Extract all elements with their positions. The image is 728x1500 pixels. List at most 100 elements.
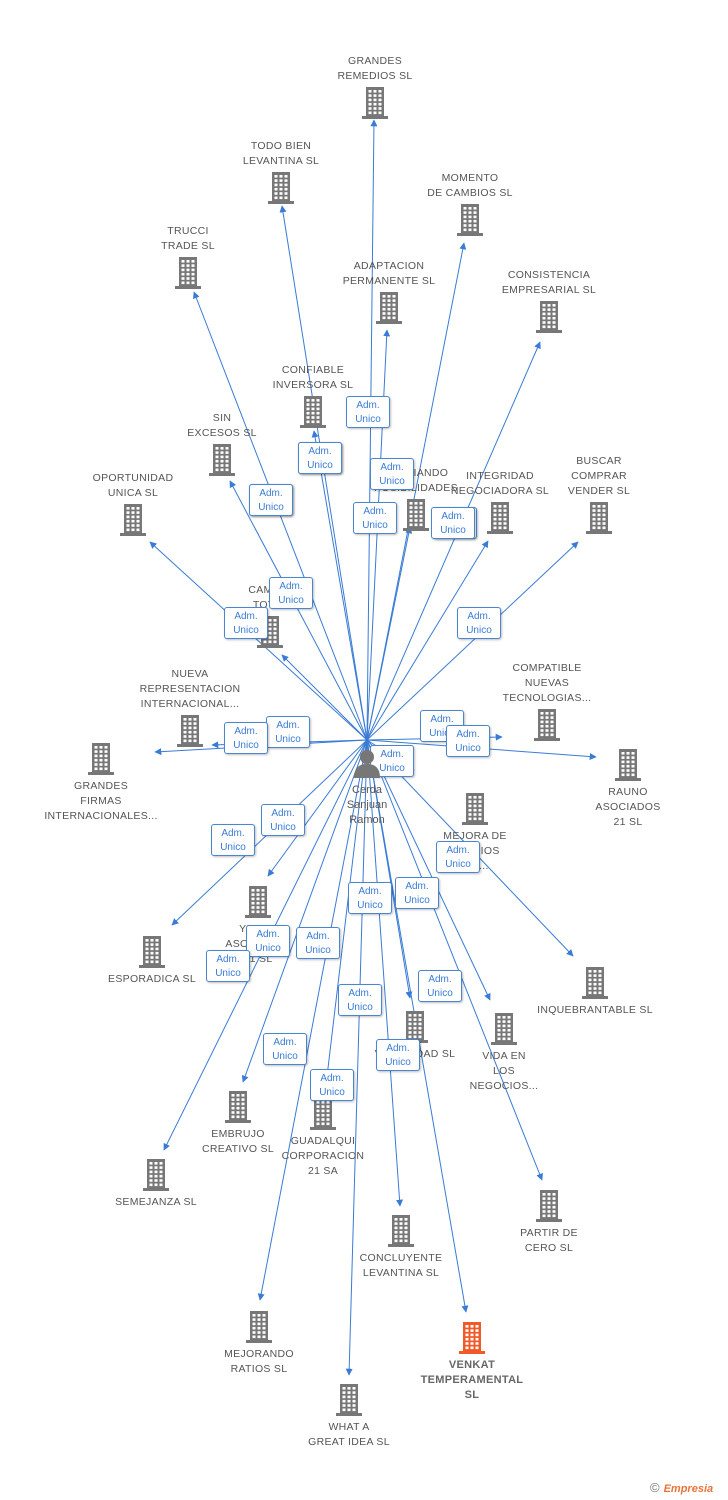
company-node-sin-excesos[interactable]: SIN EXCESOS SL bbox=[152, 411, 292, 477]
role-badge-what-a-great-idea[interactable]: Adm.Unico bbox=[310, 1069, 354, 1101]
building-icon bbox=[459, 1322, 485, 1354]
role-badge-oportunidad-unica[interactable]: Adm.Unico bbox=[224, 607, 268, 639]
role-badge-ampliando-posibilidades[interactable]: Adm.Unico bbox=[353, 502, 397, 534]
role-badge-esporadica[interactable]: Adm.Unico bbox=[211, 824, 255, 856]
company-label[interactable]: GRANDES REMEDIOS SL bbox=[337, 55, 413, 82]
role-badge-line1: Adm. bbox=[380, 462, 404, 473]
company-node-compatible-nuevas[interactable]: COMPATIBLE NUEVAS TECNOLOGIAS... bbox=[477, 661, 617, 742]
role-badge-integridad-negociadora[interactable]: Adm.Unico bbox=[431, 507, 475, 539]
brand-name: Empresia bbox=[663, 1483, 714, 1495]
role-badge-vida-en-los-negocios[interactable]: Adm. Unico bbox=[395, 877, 439, 909]
company-label[interactable]: RAUNO ASOCIADOS 21 SL bbox=[595, 786, 661, 828]
company-node-mejorando-ratios[interactable]: MEJORANDO RATIOS SL bbox=[189, 1310, 329, 1377]
role-badge-guadalqui-corporacion[interactable]: Adm.Unico bbox=[296, 927, 340, 959]
building-icon bbox=[615, 749, 641, 781]
role-badge-embrujo-creativo[interactable]: Adm.Unico bbox=[246, 925, 290, 957]
role-badge-semejanza[interactable]: Adm.Unico bbox=[206, 950, 250, 982]
company-node-venkat-temperamental[interactable]: VENKAT TEMPERAMENTAL SL bbox=[402, 1321, 542, 1403]
role-badge-venkat-temperamental[interactable]: Adm.Unico bbox=[376, 1039, 420, 1071]
role-badge-line1: Adm. bbox=[356, 400, 380, 411]
role-badge-line1: Adm. bbox=[308, 446, 332, 457]
role-badge-line1: Adm. bbox=[446, 845, 470, 856]
role-badge-yedra-asociados[interactable]: Adm.Unico bbox=[261, 804, 305, 836]
company-label[interactable]: VENKAT TEMPERAMENTAL SL bbox=[420, 1359, 524, 1401]
role-badge-sin-excesos[interactable]: Adm.Unico bbox=[249, 484, 293, 516]
company-label[interactable]: COMPATIBLE NUEVAS TECNOLOGIAS... bbox=[502, 662, 592, 704]
company-node-confiable-inversora[interactable]: CONFIABLE INVERSORA SL bbox=[243, 363, 383, 429]
company-node-momento-de-cambios[interactable]: MOMENTO DE CAMBIOS SL bbox=[400, 171, 540, 237]
role-badge-line2: Unico bbox=[258, 502, 284, 513]
company-label[interactable]: SIN EXCESOS SL bbox=[187, 412, 257, 439]
company-label[interactable]: INTEGRIDAD NEGOCIADORA SL bbox=[450, 470, 550, 497]
company-node-trucci-trade[interactable]: TRUCCI TRADE SL bbox=[118, 224, 258, 290]
company-label[interactable]: INQUEBRANTABLE SL bbox=[537, 1004, 653, 1016]
center-person-node[interactable]: Cerda Sanjuan Ramon bbox=[337, 748, 397, 828]
company-node-vida-en-los-negocios[interactable]: VIDA EN LOS NEGOCIOS... bbox=[434, 1012, 574, 1094]
role-badge-momento-de-cambios[interactable]: Adm.Unico bbox=[370, 458, 414, 490]
role-badge-adaptacion-permanente[interactable]: Adm.Unico bbox=[346, 396, 390, 428]
role-badge-line2: Unico bbox=[466, 625, 492, 636]
company-label[interactable]: SEMEJANZA SL bbox=[115, 1196, 197, 1208]
role-badge-confiable-inversora[interactable]: Adm.Unico bbox=[298, 442, 342, 474]
company-node-semejanza[interactable]: SEMEJANZA SL bbox=[86, 1158, 226, 1210]
company-label[interactable]: TODO BIEN LEVANTINA SL bbox=[242, 140, 320, 167]
company-node-grandes-remedios[interactable]: GRANDES REMEDIOS SL bbox=[305, 54, 445, 120]
role-badge-line2: Unico bbox=[272, 1051, 298, 1062]
building-icon bbox=[245, 886, 271, 918]
company-label[interactable]: GRANDES FIRMAS INTERNACIONALES... bbox=[44, 780, 158, 822]
company-label[interactable]: OPORTUNIDAD UNICA SL bbox=[92, 472, 174, 499]
company-label[interactable]: BUSCAR COMPRAR VENDER SL bbox=[567, 455, 631, 497]
company-label[interactable]: TRUCCI TRADE SL bbox=[161, 225, 215, 252]
role-badge-line2: Unico bbox=[275, 734, 301, 745]
edge-layer bbox=[149, 119, 597, 1376]
company-node-buscar-comprar-vender[interactable]: BUSCAR COMPRAR VENDER SL bbox=[529, 454, 669, 535]
company-label[interactable]: VIDA EN LOS NEGOCIOS... bbox=[469, 1050, 539, 1092]
company-node-embrujo-creativo[interactable]: EMBRUJO CREATIVO SL bbox=[168, 1090, 308, 1157]
company-node-inquebrantable[interactable]: INQUEBRANTABLE SL bbox=[525, 966, 665, 1018]
role-badge-inquebrantable[interactable]: Adm.Unico bbox=[436, 841, 480, 873]
company-node-integridad-negociadora[interactable]: INTEGRIDAD NEGOCIADORA SL bbox=[430, 469, 570, 535]
company-node-rauno-asociados[interactable]: RAUNO ASOCIADOS 21 SL bbox=[558, 748, 698, 830]
company-node-grandes-firmas[interactable]: GRANDES FIRMAS INTERNACIONALES... bbox=[31, 742, 171, 824]
company-node-concluyente-levantina[interactable]: CONCLUYENTE LEVANTINA SL bbox=[331, 1214, 471, 1281]
role-badge-rauno-asociados[interactable]: Adm.Unico bbox=[446, 725, 490, 757]
company-label[interactable]: NUEVA REPRESENTACION INTERNACIONAL... bbox=[139, 668, 241, 710]
role-badge-veracidad[interactable]: Adm.Unico bbox=[348, 882, 392, 914]
role-badge-mejorando-ratios[interactable]: Adm.Unico bbox=[263, 1033, 307, 1065]
role-badge-buscar-comprar-vender[interactable]: Adm.Unico bbox=[457, 607, 501, 639]
role-badge-line1: Adm. bbox=[456, 729, 480, 740]
company-label[interactable]: ADAPTACION PERMANENTE SL bbox=[342, 260, 436, 287]
company-node-esporadica[interactable]: ESPORADICA SL bbox=[82, 935, 222, 987]
company-label[interactable]: CONFIABLE INVERSORA SL bbox=[272, 364, 354, 391]
role-badge-line2: Unico bbox=[440, 525, 466, 536]
company-label[interactable]: EMBRUJO CREATIVO SL bbox=[202, 1128, 274, 1155]
role-badge-partir-de-cero[interactable]: Adm.Unico bbox=[418, 970, 462, 1002]
role-badge-concluyente-levantina[interactable]: Adm.Unico bbox=[338, 984, 382, 1016]
role-badge-grandes-firmas[interactable]: Adm.Unico bbox=[224, 722, 268, 754]
role-badge-line1: Adm. bbox=[405, 881, 429, 892]
company-node-partir-de-cero[interactable]: PARTIR DE CERO SL bbox=[479, 1189, 619, 1256]
company-node-nueva-representacion[interactable]: NUEVA REPRESENTACION INTERNACIONAL... bbox=[120, 667, 260, 748]
company-node-adaptacion-permanente[interactable]: ADAPTACION PERMANENTE SL bbox=[319, 259, 459, 325]
company-label[interactable]: CONCLUYENTE LEVANTINA SL bbox=[359, 1252, 443, 1279]
company-label[interactable]: WHAT A GREAT IDEA SL bbox=[308, 1421, 390, 1448]
edge-what-a-great-idea bbox=[345, 739, 368, 1376]
company-label[interactable]: MEJORANDO RATIOS SL bbox=[224, 1348, 294, 1375]
company-label[interactable]: GUADALQUI CORPORACION 21 SA bbox=[281, 1135, 365, 1177]
company-node-consistencia-empresarial[interactable]: CONSISTENCIA EMPRESARIAL SL bbox=[479, 268, 619, 334]
company-label[interactable]: PARTIR DE CERO SL bbox=[520, 1227, 578, 1254]
company-node-todo-bien-levantina[interactable]: TODO BIEN LEVANTINA SL bbox=[211, 139, 351, 205]
building-icon bbox=[336, 1384, 362, 1416]
company-node-oportunidad-unica[interactable]: OPORTUNIDAD UNICA SL bbox=[63, 471, 203, 537]
role-badge-cambio-total[interactable]: Adm.Unico bbox=[269, 577, 313, 609]
edge-sin-excesos bbox=[229, 480, 368, 741]
company-node-what-a-great-idea[interactable]: WHAT A GREAT IDEA SL bbox=[279, 1383, 419, 1450]
company-node-guadalqui-corporacion[interactable]: GUADALQUI CORPORACION 21 SA bbox=[253, 1097, 393, 1179]
company-label[interactable]: CONSISTENCIA EMPRESARIAL SL bbox=[501, 269, 597, 296]
role-badge-nueva-representacion[interactable]: Adm.Unico bbox=[266, 716, 310, 748]
edge-ampliando-posibilidades bbox=[366, 526, 413, 741]
role-badge-line2: Unico bbox=[404, 895, 430, 906]
company-label[interactable]: MOMENTO DE CAMBIOS SL bbox=[427, 172, 513, 199]
role-badge-line1: Adm. bbox=[221, 828, 245, 839]
company-label[interactable]: ESPORADICA SL bbox=[108, 973, 196, 985]
